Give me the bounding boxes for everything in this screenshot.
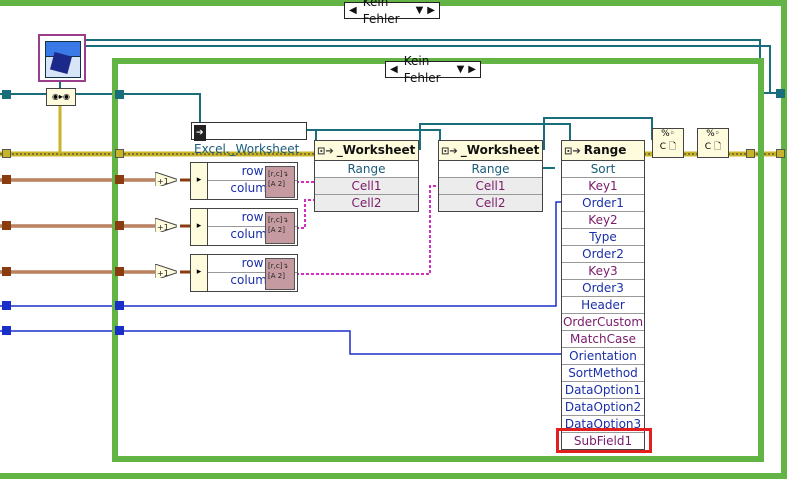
param-dataoption3[interactable]: DataOption3 bbox=[562, 416, 644, 433]
worksheet-node-1[interactable]: ⊡➔_Worksheet Range Cell1 Cell2 bbox=[314, 140, 419, 212]
invoke-node-icon: ⊡➔ bbox=[564, 146, 581, 157]
cell-address-icon[interactable]: [r,c]↴[A 2] bbox=[265, 166, 295, 198]
bool-tunnel[interactable] bbox=[115, 326, 124, 335]
property-node-icon: ⊡➔ bbox=[441, 146, 458, 157]
int-tunnel[interactable] bbox=[115, 175, 124, 184]
prev-case-icon[interactable]: ◀ bbox=[349, 5, 357, 16]
range-node-header: ⊡➔Range bbox=[562, 141, 644, 161]
column-input[interactable]: column bbox=[230, 181, 275, 195]
param-type[interactable]: Type bbox=[562, 229, 644, 246]
worksheet-node-2[interactable]: ⊡➔_Worksheet Range Cell1 Cell2 bbox=[438, 140, 543, 212]
bool-tunnel[interactable] bbox=[115, 301, 124, 310]
inner-case-label: Kein Fehler bbox=[403, 53, 441, 85]
ref-tunnel[interactable] bbox=[2, 90, 11, 99]
svg-text:+1: +1 bbox=[157, 269, 169, 278]
param-key1[interactable]: Key1 bbox=[562, 178, 644, 195]
error-tunnel[interactable] bbox=[2, 149, 11, 158]
unbundle-icon[interactable]: ◉▸◉ bbox=[46, 88, 76, 106]
cell-address-icon[interactable]: [r,c]↴[A 2] bbox=[265, 258, 295, 290]
bundle-icon: ▸ bbox=[191, 255, 208, 291]
excel-worksheet-ref[interactable]: ➔Excel._Worksheet bbox=[191, 122, 307, 156]
next-case-icon[interactable]: ▶ bbox=[427, 5, 435, 16]
row-input[interactable]: row bbox=[208, 163, 297, 181]
param-order2[interactable]: Order2 bbox=[562, 246, 644, 263]
row-input[interactable]: row bbox=[208, 209, 297, 227]
increment-icon[interactable]: +1 bbox=[155, 264, 177, 278]
int-tunnel[interactable] bbox=[2, 267, 11, 276]
close-reference-icon[interactable]: %◦C 🗋 bbox=[652, 128, 684, 158]
cell1-input[interactable]: Cell1 bbox=[315, 178, 418, 195]
error-tunnel[interactable] bbox=[115, 149, 124, 158]
range-output[interactable]: Range bbox=[315, 161, 418, 178]
param-header[interactable]: Header bbox=[562, 297, 644, 314]
property-node-icon: ⊡➔ bbox=[317, 146, 334, 157]
outer-case-label: Kein Fehler bbox=[362, 0, 400, 26]
increment-icon[interactable]: +1 bbox=[155, 218, 177, 232]
param-ordercustom[interactable]: OrderCustom bbox=[562, 315, 644, 331]
param-order1[interactable]: Order1 bbox=[562, 195, 644, 212]
param-dataoption2[interactable]: DataOption2 bbox=[562, 399, 644, 416]
close-reference-icon[interactable]: %◦C 🗋 bbox=[697, 128, 729, 158]
cell1-input[interactable]: Cell1 bbox=[439, 178, 542, 195]
prev-case-icon[interactable]: ◀ bbox=[390, 64, 398, 75]
int-tunnel[interactable] bbox=[2, 221, 11, 230]
row-input[interactable]: row bbox=[208, 255, 297, 273]
worksheet-node-header: ⊡➔_Worksheet bbox=[439, 141, 542, 161]
param-matchcase[interactable]: MatchCase bbox=[562, 331, 644, 348]
outer-case-selector[interactable]: ◀ Kein Fehler ▼ ▶ bbox=[344, 0, 440, 26]
param-order3[interactable]: Order3 bbox=[562, 280, 644, 297]
ref-tunnel[interactable] bbox=[776, 89, 785, 98]
case-dropdown-icon[interactable]: ▼ bbox=[456, 64, 465, 75]
param-orientation[interactable]: Orientation bbox=[562, 348, 644, 365]
int-tunnel[interactable] bbox=[115, 221, 124, 230]
excel-vi-icon[interactable] bbox=[38, 34, 86, 82]
cell2-input[interactable]: Cell2 bbox=[315, 195, 418, 211]
inner-case-selector[interactable]: ◀ Kein Fehler ▼ ▶ bbox=[385, 54, 481, 85]
param-key2[interactable]: Key2 bbox=[562, 212, 644, 229]
range-invoke-node[interactable]: ⊡➔Range Sort Key1 Order1 Key2 Type Order… bbox=[561, 140, 645, 450]
svg-text:+1: +1 bbox=[157, 177, 169, 186]
bundle-icon: ▸ bbox=[191, 209, 208, 245]
error-tunnel[interactable] bbox=[746, 149, 755, 158]
bool-tunnel[interactable] bbox=[2, 326, 11, 335]
int-tunnel[interactable] bbox=[115, 267, 124, 276]
param-subfield1[interactable]: SubField1 bbox=[573, 434, 633, 448]
method-sort[interactable]: Sort bbox=[562, 161, 644, 178]
param-dataoption1[interactable]: DataOption1 bbox=[562, 382, 644, 399]
cell2-input[interactable]: Cell2 bbox=[439, 195, 542, 211]
ref-tunnel[interactable] bbox=[115, 90, 124, 99]
cluster-wire[interactable] bbox=[296, 181, 440, 275]
error-tunnel[interactable] bbox=[776, 149, 785, 158]
case-dropdown-icon[interactable]: ▼ bbox=[415, 5, 424, 16]
bool-tunnel[interactable] bbox=[2, 301, 11, 310]
boolean-wire[interactable] bbox=[0, 201, 563, 355]
param-sortmethod[interactable]: SortMethod bbox=[562, 365, 644, 382]
int-tunnel[interactable] bbox=[2, 175, 11, 184]
refnum-icon: ➔ bbox=[194, 125, 206, 141]
cell-address-icon[interactable]: [r,c]↴[A 2] bbox=[265, 212, 295, 244]
worksheet-node-header: ⊡➔_Worksheet bbox=[315, 141, 418, 161]
param-key3[interactable]: Key3 bbox=[562, 263, 644, 280]
integer-wire-stripe bbox=[0, 179, 158, 273]
next-case-icon[interactable]: ▶ bbox=[468, 64, 476, 75]
column-input[interactable]: column bbox=[230, 273, 275, 287]
highlight-box bbox=[556, 428, 652, 453]
excel-ref-label: Excel._Worksheet bbox=[194, 142, 300, 156]
increment-icon[interactable]: +1 bbox=[155, 172, 177, 186]
bundle-icon: ▸ bbox=[191, 163, 208, 199]
column-input[interactable]: column bbox=[230, 227, 275, 241]
svg-text:+1: +1 bbox=[157, 223, 169, 232]
range-output[interactable]: Range bbox=[439, 161, 542, 178]
